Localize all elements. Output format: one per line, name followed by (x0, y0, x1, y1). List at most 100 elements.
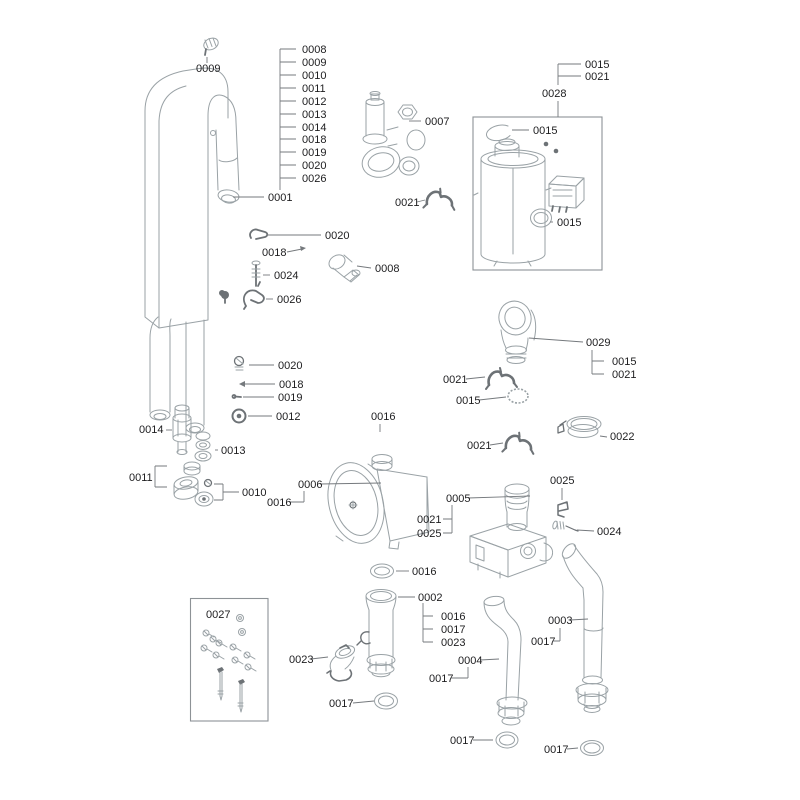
label-0015-elbow: 0015 (612, 356, 636, 368)
kit-screws-art (200, 614, 257, 672)
leader-lines (154, 48, 608, 750)
pipe-0002-art (356, 589, 397, 678)
label-0023-pipe: 0023 (441, 637, 465, 649)
valve-0005-art (469, 483, 554, 579)
oring-c-art (374, 692, 398, 710)
heat-exchanger-art (144, 67, 240, 434)
label-0015-oring: 0015 (456, 395, 480, 407)
clip-0020-art (249, 228, 269, 240)
pipe-0004-art (483, 595, 528, 726)
label-0016-pump: 0016 (267, 497, 291, 509)
oring-d-art (495, 731, 519, 749)
label-0021-c: 0021 (467, 440, 491, 452)
label-0015-box-bottom: 0015 (557, 217, 581, 229)
label-0019-list: 0019 (302, 147, 326, 159)
elbow-0023-art (326, 644, 356, 682)
label-0028: 0028 (542, 88, 566, 100)
grommet-0012-art (231, 408, 247, 424)
label-0026: 0026 (277, 294, 301, 306)
clip-c-art (501, 429, 538, 458)
pin-0019-art (231, 394, 242, 399)
label-0016-pipe: 0016 (441, 611, 465, 623)
label-0011: 0011 (129, 472, 153, 484)
label-0020-c1: 0020 (325, 230, 349, 242)
label-0025: 0025 (550, 475, 574, 487)
label-0018-list: 0018 (302, 134, 326, 146)
label-0016-oring: 0016 (371, 411, 395, 423)
label-0005: 0005 (446, 493, 470, 505)
kit-box-0028 (472, 116, 603, 271)
label-0013-list: 0013 (302, 109, 326, 121)
label-0011-list: 0011 (302, 83, 326, 95)
kit-b-screw-1 (543, 141, 549, 147)
label-0012: 0012 (276, 411, 300, 423)
label-0001: 0001 (268, 192, 292, 204)
label-0021-b: 0021 (443, 374, 467, 386)
label-0023: 0023 (289, 654, 313, 666)
label-0010: 0010 (242, 487, 266, 499)
label-0024-b: 0024 (597, 526, 621, 538)
oring-e-art (580, 740, 604, 756)
screw-0024b-art (552, 520, 579, 532)
relay-art (548, 175, 585, 213)
label-0021-a: 0021 (395, 197, 419, 209)
label-0017-pipec: 0017 (531, 636, 555, 648)
label-0008-list: 0008 (302, 44, 326, 56)
expansion-tank-art (473, 138, 552, 267)
clip-a-art (422, 185, 459, 214)
clip-d-art (557, 501, 569, 518)
label-0015-box-top: 0015 (533, 125, 557, 137)
label-0018-c2: 0018 (279, 379, 303, 391)
label-0012-list: 0012 (302, 96, 326, 108)
label-0026-list: 0026 (302, 173, 326, 185)
sensor-0008-art (328, 254, 361, 283)
label-0009-plug: 0009 (196, 63, 220, 75)
label-0015-kitb: 0015 (585, 59, 609, 71)
kit-bolts-art (217, 667, 245, 713)
kit-b-screw-2 (553, 148, 559, 154)
label-0020-c2: 0020 (278, 360, 302, 372)
label-0024-c1: 0024 (274, 270, 298, 282)
wireclip-0026-art (221, 289, 265, 310)
screw-0020b-art (233, 355, 245, 371)
label-0029: 0029 (586, 337, 610, 349)
label-0020-list: 0020 (302, 160, 326, 172)
label-0021-elbow: 0021 (612, 369, 636, 381)
label-0008-sensor: 0008 (375, 263, 399, 275)
screw-0024-art (251, 260, 261, 287)
label-0021-valve: 0021 (417, 514, 441, 526)
vent-plug-art (203, 37, 219, 56)
label-0009-list: 0009 (302, 57, 326, 69)
label-0014: 0014 (139, 424, 163, 436)
oring-a-art (507, 388, 529, 404)
kit-b-oring-bottom-art (530, 208, 552, 228)
label-0019: 0019 (278, 392, 302, 404)
rings-0013-art (194, 431, 212, 462)
label-0021-kitb: 0021 (585, 71, 609, 83)
elbow-0029-art (498, 300, 537, 364)
label-0002: 0002 (418, 592, 442, 604)
label-0027: 0027 (206, 609, 230, 621)
pipe-0003-art (561, 543, 609, 713)
fitting-0011-art (173, 461, 201, 500)
gas-valve-art (361, 91, 426, 178)
clip-b-art (484, 366, 519, 391)
label-0016-b: 0016 (412, 566, 436, 578)
label-0003: 0003 (548, 615, 572, 627)
label-0004: 0004 (458, 655, 482, 667)
label-0007: 0007 (425, 116, 449, 128)
fitting-0010-art (194, 478, 214, 507)
label-0013: 0013 (221, 445, 245, 457)
label-0014-list: 0014 (302, 122, 326, 134)
label-0017-pipe: 0017 (441, 624, 465, 636)
label-0017-d: 0017 (450, 735, 474, 747)
clamp-0022-art (557, 416, 602, 438)
kit-b-oring-top-art (486, 124, 511, 142)
label-0017-c: 0017 (329, 698, 353, 710)
fitting-0014-art (172, 404, 192, 455)
label-0017-e: 0017 (544, 744, 568, 756)
label-0025-valve: 0025 (417, 528, 441, 540)
pump-art (327, 454, 430, 550)
